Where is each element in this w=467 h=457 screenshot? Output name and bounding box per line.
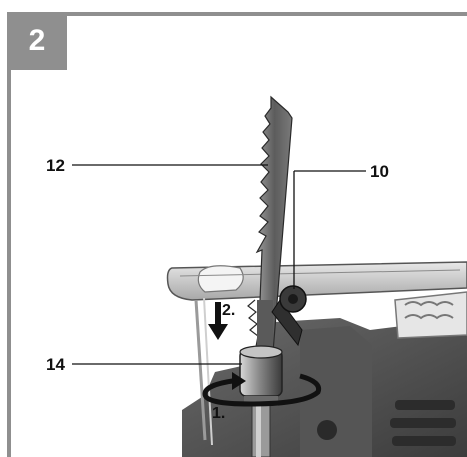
base-plate xyxy=(166,261,467,446)
blade-clamp xyxy=(239,345,283,406)
callout-14: 14 xyxy=(46,355,65,374)
callout-12: 12 xyxy=(46,156,65,175)
push-down-arrow-icon xyxy=(208,302,228,340)
figure-number: 2 xyxy=(28,24,46,57)
frame-top-border xyxy=(67,12,467,16)
vent-slots xyxy=(390,400,456,446)
saw-blade xyxy=(247,95,293,353)
frame-left-border xyxy=(7,70,11,457)
callout-10: 10 xyxy=(370,162,389,181)
figure-number-badge: 2 xyxy=(7,12,67,70)
screw-icon xyxy=(317,420,337,440)
step-2-label: 2. xyxy=(222,302,236,319)
release-lever xyxy=(271,285,307,347)
step-1-label: 1. xyxy=(212,405,226,422)
rotate-arrow-icon xyxy=(202,372,322,407)
